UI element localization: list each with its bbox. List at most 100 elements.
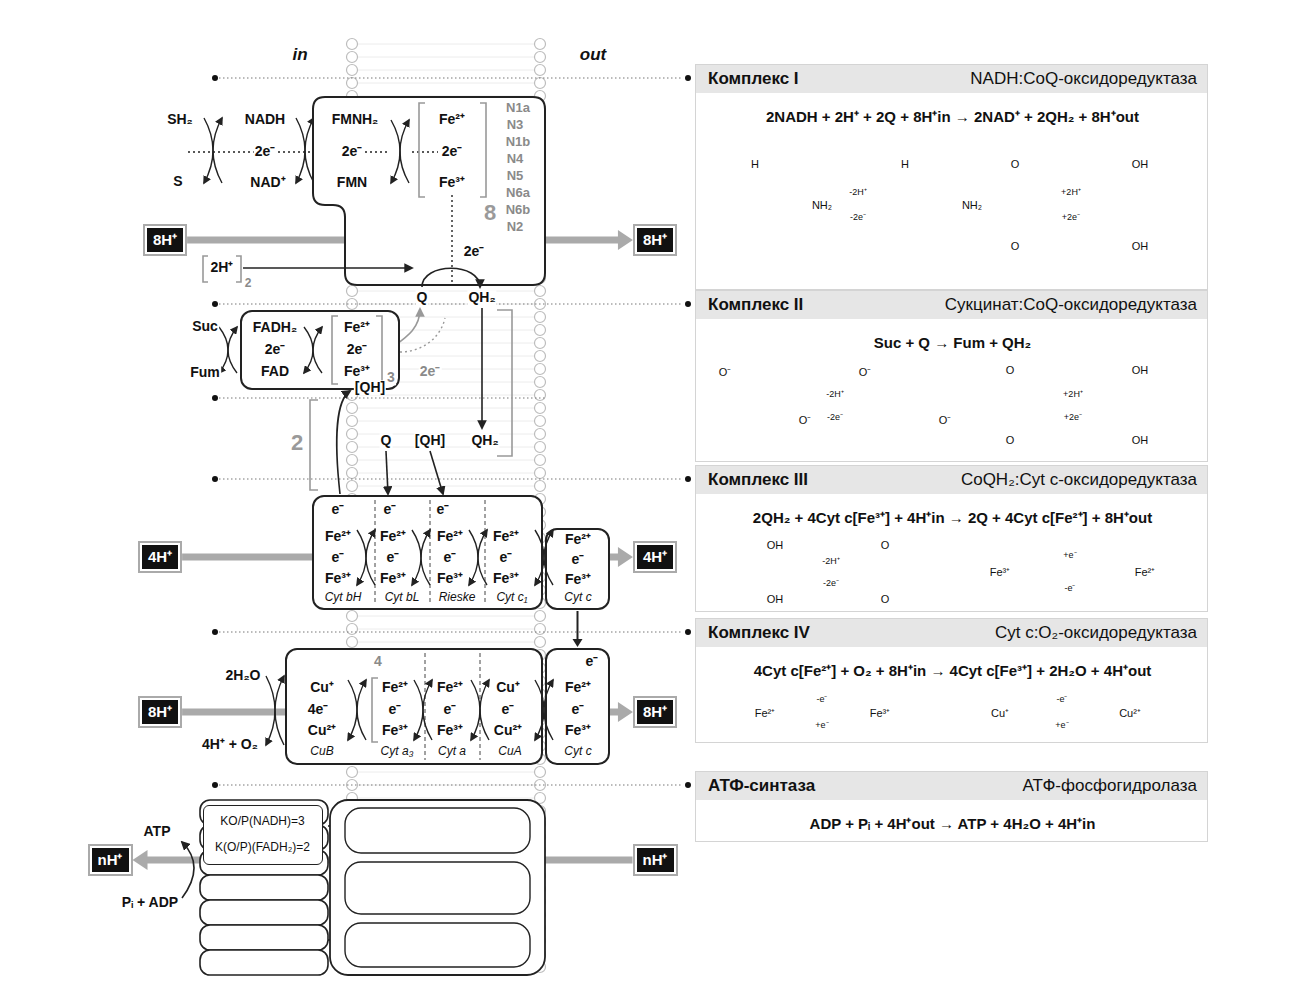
redox-label: 2e⁻ <box>346 342 369 357</box>
subunit-name: CuA <box>497 745 522 758</box>
chem-label: Pᵢ + ADP <box>121 895 179 910</box>
structure-label: -2e⁻ <box>826 413 844 423</box>
redox-label: e⁻ <box>571 702 586 717</box>
guide-dot <box>685 301 691 307</box>
redox-label: e⁻ <box>443 702 458 717</box>
electron-flow <box>188 151 313 152</box>
redox-arc <box>412 530 421 585</box>
lipid-head <box>535 286 546 297</box>
atp-synthase-fo <box>330 800 545 975</box>
reaction-arrow <box>345 267 412 269</box>
lipid-head <box>535 325 546 336</box>
enzyme-name: Сукцинат:CoQ-оксидоредуктаза <box>945 291 1197 319</box>
structure-label: -2H⁺ <box>848 188 868 198</box>
redox-label: K(O/P)(FADH₂)=2 <box>214 841 311 854</box>
proton-box: 8H⁺ <box>147 228 183 252</box>
reaction-arrow <box>332 316 338 384</box>
redox-label: Fe²⁺ <box>564 680 592 695</box>
redox-arc <box>213 118 222 183</box>
redox-label: Fe²⁺ <box>436 680 464 695</box>
structure-label: Fe²⁺ <box>754 707 777 719</box>
subunit-name: Cyt bL <box>384 591 421 604</box>
proton-box: 4H⁺ <box>637 545 673 569</box>
cytochrome-box: Fe²⁺e⁻Fe³⁺Cyt c <box>545 528 610 610</box>
reaction-arrow <box>337 391 350 494</box>
redox-arc <box>366 530 375 585</box>
info-panel: Комплекс INADH:CoQ-оксидоредуктаза2NADH … <box>695 64 1208 290</box>
proton-label: nH⁺ <box>98 851 123 868</box>
lipid-head <box>535 611 546 622</box>
chem-label: Q <box>416 290 429 305</box>
structure-label: O <box>1005 434 1016 446</box>
proton-box: nH⁺ <box>637 848 674 872</box>
redox-label: e⁻ <box>383 502 398 517</box>
structure-label: O⁻ <box>798 414 813 426</box>
structure-label: H <box>750 158 760 170</box>
lipid-tail <box>358 460 534 461</box>
arrowhead <box>618 230 633 250</box>
redox-label: 2e⁻ <box>264 342 287 357</box>
structure-label: Fe³⁺ <box>869 707 892 719</box>
chem-label: Q <box>380 433 393 448</box>
lipid-tail <box>358 44 534 45</box>
node-art-group <box>357 500 487 605</box>
lipid-head <box>347 611 358 622</box>
guide-line <box>215 398 545 399</box>
reaction-arrow <box>372 678 378 742</box>
guide-dot <box>212 75 218 81</box>
bracket <box>203 256 208 282</box>
guide-dot <box>685 629 691 635</box>
lipid-head <box>347 286 358 297</box>
panel-title: Комплекс III <box>708 466 808 494</box>
redox-arc <box>357 530 366 585</box>
chem-label: 2 <box>244 277 253 290</box>
lipid-tail <box>358 291 534 292</box>
redox-arc <box>480 680 489 740</box>
structure-label: +e⁻ <box>1062 551 1077 561</box>
redox-arc <box>313 327 322 373</box>
structure-label: Cu²⁺ <box>1118 707 1142 719</box>
redox-arc <box>228 327 237 373</box>
atp-synthase-subunit <box>345 808 530 853</box>
enzyme-name: NADH:CoQ-оксидоредуктаза <box>970 65 1197 93</box>
structure-label: OH <box>1131 240 1150 252</box>
lipid-tail <box>358 70 534 71</box>
proton-uptake <box>243 267 345 269</box>
reaction-arrow <box>422 268 480 287</box>
subunit-divider <box>430 500 431 605</box>
redox-label: FAD <box>260 364 290 379</box>
redox-label: N3 <box>506 118 525 132</box>
redox-label: Fe²⁺ <box>438 112 466 127</box>
lipid-tail <box>358 629 534 630</box>
chem-label: ATP <box>143 824 172 839</box>
structure-label: OH <box>1131 158 1150 170</box>
chem-label: 2e⁻ <box>419 364 442 379</box>
chem-label: QH₂ <box>467 290 496 305</box>
structure-label: OH <box>766 593 785 605</box>
redox-label: Fe³⁺ <box>436 723 464 738</box>
redox-label: Cu⁺ <box>309 680 335 695</box>
redox-arc <box>535 530 544 585</box>
redox-label: Cu²⁺ <box>493 723 523 738</box>
structure-label: +2H⁺ <box>1062 390 1084 400</box>
subunit-name: Cyt bH <box>324 591 363 604</box>
reaction-arrow <box>412 151 438 152</box>
node-art-group <box>348 653 489 760</box>
redox-arc <box>469 530 478 585</box>
lipid-head <box>535 351 546 362</box>
redox-arc <box>304 327 313 373</box>
redox-arc <box>391 120 400 183</box>
lipid-head <box>535 364 546 375</box>
node-art-group <box>313 97 545 287</box>
atp-synthase-f1 <box>200 875 328 900</box>
structure-label: -2H⁺ <box>821 557 841 567</box>
lipid-head <box>347 52 358 63</box>
panel-title: АТФ-синтаза <box>708 772 815 800</box>
reaction-arrow <box>365 151 388 152</box>
lipid-tail <box>358 421 534 422</box>
chem-label: 2H₂O <box>224 668 261 683</box>
redox-label: FMNH₂ <box>331 112 380 127</box>
connector-line <box>577 611 579 640</box>
lipid-tail <box>358 486 534 487</box>
